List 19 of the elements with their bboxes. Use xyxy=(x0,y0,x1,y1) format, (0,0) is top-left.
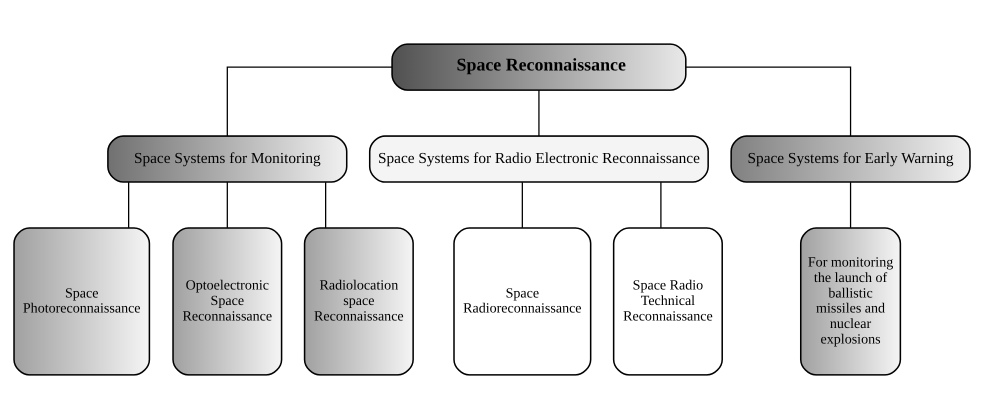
connector xyxy=(660,182,662,228)
connector xyxy=(538,90,540,136)
connector xyxy=(522,182,523,228)
node-box: Space Radioreconnaissance xyxy=(453,227,592,376)
connector xyxy=(226,182,228,228)
node-box: Space Photoreconnaissance xyxy=(13,227,150,376)
connector xyxy=(325,182,326,228)
connector xyxy=(128,182,130,228)
node-box: Space Reconnaissance xyxy=(391,43,687,91)
node-box: Space Radio Technical Reconnaissance xyxy=(612,227,723,376)
node-box: Space Systems for Monitoring xyxy=(107,135,348,183)
connector xyxy=(686,66,852,136)
node-box: Radiolocation space Reconnaissance xyxy=(304,227,414,376)
node-box: Space Systems for Early Warning xyxy=(730,135,971,183)
node-box: Space Systems for Radio Electronic Reconnaissance xyxy=(368,135,709,183)
node-box: Optoelectronic Space Reconnaissance xyxy=(172,227,282,376)
node-box: For monitoring the launch of ballistic missiles and nuclear explosions xyxy=(800,227,902,376)
connector xyxy=(226,66,392,136)
connector xyxy=(850,182,852,228)
